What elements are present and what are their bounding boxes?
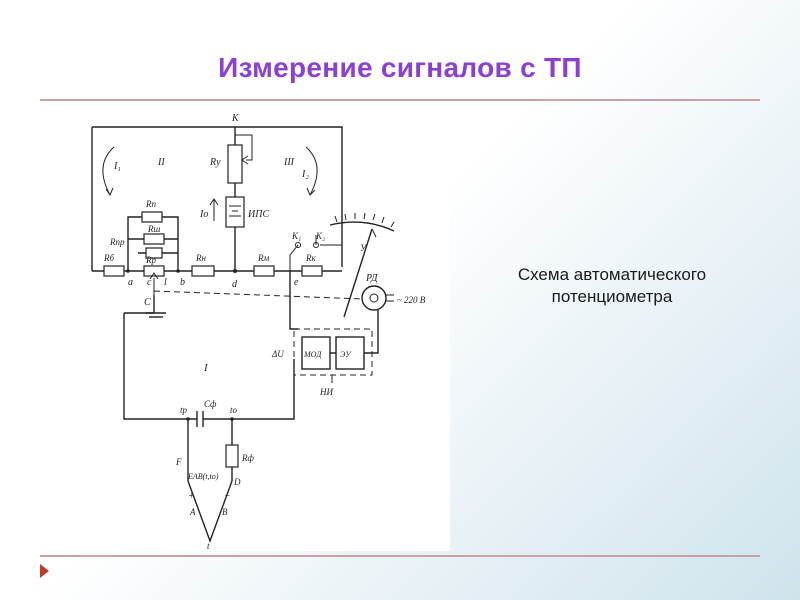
mechanical-link — [153, 290, 365, 300]
label-rb: Rб — [103, 253, 114, 263]
label-rf: Rф — [241, 453, 254, 463]
label-i: I — [203, 362, 209, 374]
diagram-caption: Схема автоматического потенциометра — [462, 264, 762, 308]
slide-title: Измерение сигналов с ТП — [218, 52, 582, 83]
label-minus: − — [224, 491, 231, 502]
current-arrow-io — [209, 198, 219, 221]
label-a: a — [128, 277, 133, 288]
motor-rd — [361, 285, 387, 311]
resistor-rpr — [145, 247, 163, 259]
label-rk: Rк — [305, 253, 316, 263]
label-y: У — [360, 243, 367, 253]
label-c: c — [147, 277, 152, 288]
label-k2: K₂ — [315, 231, 325, 241]
label-ii: II — [157, 157, 165, 168]
label-to: tо — [230, 405, 238, 415]
label-cf: Cф — [204, 399, 217, 409]
label-rd: РД — [365, 273, 378, 284]
label-220v: 220 В — [404, 295, 426, 305]
label-i2: I₂ — [301, 169, 309, 180]
ry-slider-arrow — [241, 155, 249, 165]
label-b: b — [180, 277, 185, 288]
label-l: l — [164, 277, 167, 288]
label-du: ΔU — [271, 349, 284, 359]
caption-line-2: потенциометра — [551, 287, 673, 306]
thermocouple-junction — [187, 480, 233, 544]
ips-source — [225, 196, 245, 228]
caption-line-1: Схема автоматического — [517, 265, 707, 284]
label-k: K — [231, 113, 240, 124]
label-rm: Rм — [257, 253, 269, 263]
label-d: d — [232, 279, 238, 290]
label-iii: III — [283, 157, 295, 168]
label-c-ground: C — [144, 297, 151, 308]
label-ips: ИПС — [247, 209, 269, 220]
amplifier-ni — [293, 328, 373, 376]
label-io: Iо — [199, 209, 208, 220]
label-k1: K₁ — [291, 231, 301, 241]
schematic-svg: ~ K Rу II III I₁ I₂ Iо ИПС Rп Rш Rпр Rб … — [91, 113, 426, 551]
label-i1: I₁ — [113, 161, 121, 172]
label-rsh: Rш — [147, 224, 160, 234]
potentiometer-schematic: ~ K Rу II III I₁ I₂ Iо ИПС Rп Rш Rпр Rб … — [54, 105, 450, 551]
label-plus: + — [188, 491, 195, 502]
resistor-rn-top — [141, 211, 163, 223]
label-ni: НИ — [319, 387, 333, 397]
label-rp: Rр — [145, 255, 156, 265]
ry-slider-wire — [235, 134, 253, 161]
label-mod: МОД — [303, 350, 322, 359]
resistor-rn — [191, 265, 215, 277]
label-rn: Rп — [145, 199, 156, 209]
label-e: e — [294, 277, 299, 288]
label-t: t — [207, 541, 210, 551]
label-f: F — [175, 457, 182, 467]
contact-k1 — [295, 242, 301, 248]
label-eab: EАВ(t,tо) — [187, 472, 219, 481]
label-a-lead: A — [189, 507, 196, 517]
label-d-lead: D — [233, 477, 241, 487]
resistor-rp — [143, 265, 165, 277]
label-ry: Rу — [209, 157, 221, 168]
label-rn2: Rн — [195, 253, 206, 263]
label-b-lead: B — [222, 507, 228, 517]
shunt-cluster-wire — [127, 216, 179, 271]
resistor-rk — [301, 265, 323, 277]
svg-text:~: ~ — [397, 295, 402, 305]
label-eu: ЭУ — [340, 350, 352, 359]
resistor-rf — [225, 444, 239, 468]
resistor-rm — [253, 265, 275, 277]
scale-arc — [329, 221, 395, 232]
footer-divider — [40, 555, 760, 557]
resistor-ry — [227, 144, 243, 184]
current-arrow-i1 — [102, 146, 115, 196]
bridge-outer-wire — [91, 126, 343, 271]
label-rpr: Rпр — [109, 237, 125, 247]
title-divider — [40, 99, 760, 101]
next-slide-arrow-icon[interactable] — [40, 564, 49, 578]
label-tp: tр — [180, 405, 188, 415]
current-arrow-i2 — [305, 146, 318, 196]
pointer-needle — [343, 228, 373, 318]
resistor-rsh — [143, 233, 165, 245]
thermocouple-leads — [187, 419, 233, 481]
resistor-rb — [103, 265, 125, 277]
measurement-loop-wire — [123, 312, 295, 420]
